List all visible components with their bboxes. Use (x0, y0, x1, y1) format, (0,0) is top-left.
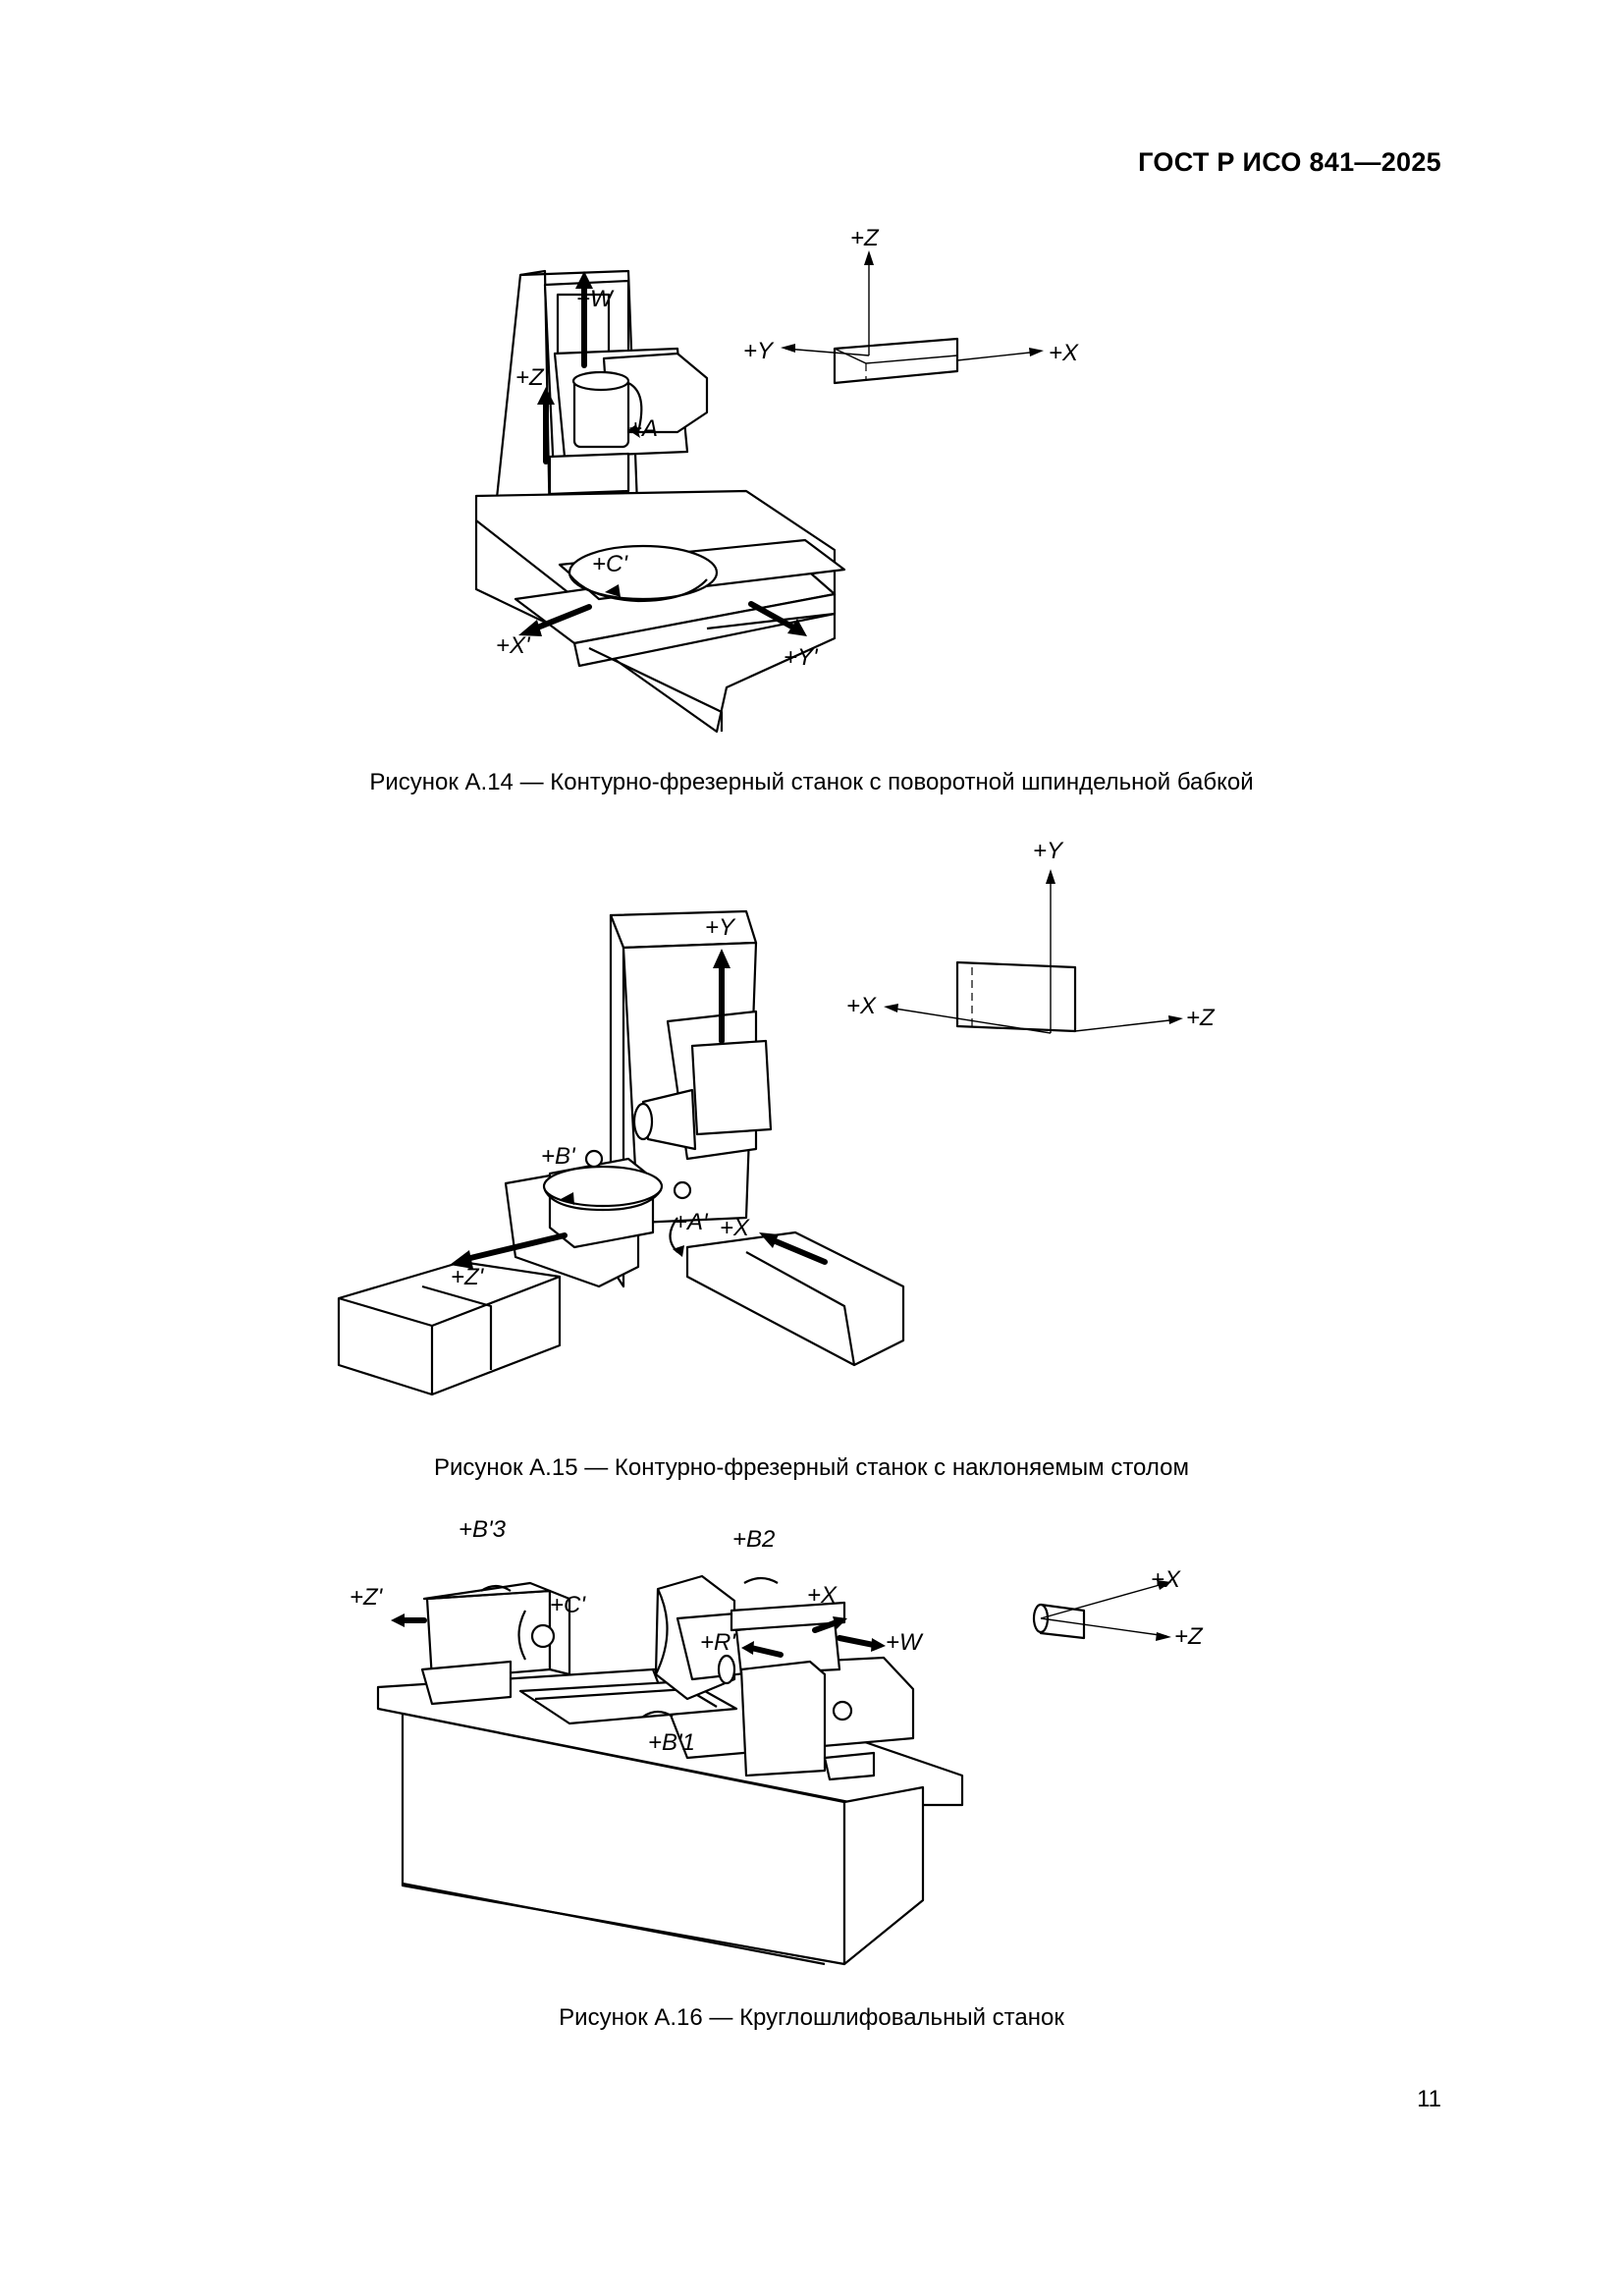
axis-z: +Z (850, 225, 880, 251)
label-x-prime: +X' (496, 632, 531, 659)
label-c: +C' (550, 1592, 586, 1618)
label-b3: +B'3 (459, 1516, 507, 1543)
axis-z: +Z (1174, 1623, 1204, 1650)
figure-a15-drawing: +Y +B' +A' +X +Z' +Y +X +Z (337, 838, 1216, 1396)
axis-z: +Z (1186, 1005, 1216, 1031)
label-r: +R' (700, 1629, 736, 1656)
figure-a15-caption: Рисунок А.15 — Контурно-фрезерный станок… (433, 1454, 1189, 1481)
page-number: 11 (1417, 2086, 1441, 2112)
figure-a16-drawing: +B'3 +B2 +Z' +C' +X +R' +W +B'1 +X +Z (350, 1516, 1204, 1966)
figure-a16-caption: Рисунок А.16 — Круглошлифовальный станок (559, 2004, 1064, 2031)
label-a: +A' (674, 1209, 709, 1235)
document-header: ГОСТ Р ИСО 841—2025 (1138, 147, 1441, 177)
axis-y: +Y (1033, 838, 1064, 864)
axis-y: +Y (743, 338, 775, 364)
label-x: +X (807, 1582, 838, 1609)
axis-x: +X (846, 993, 877, 1019)
label-z-prime: +Z' (350, 1584, 384, 1611)
axis-x: +X (1049, 340, 1079, 366)
label-y: +Y (705, 914, 736, 941)
label-w: +W (886, 1629, 924, 1656)
label-a: +A (628, 415, 658, 442)
label-c: +C' (592, 551, 628, 577)
label-b1: +B'1 (648, 1729, 695, 1756)
label-b2: +B2 (732, 1526, 775, 1553)
label-z-prime: +Z' (451, 1264, 485, 1290)
label-w: +W (576, 286, 615, 312)
figure-a14-caption: Рисунок А.14 — Контурно-фрезерный станок… (369, 769, 1254, 795)
label-b: +B' (541, 1143, 576, 1170)
label-y-prime: +Y' (784, 644, 819, 671)
axis-x: +X (1151, 1566, 1181, 1593)
label-x: +X (720, 1215, 750, 1241)
label-z: +Z (515, 364, 545, 391)
figure-a14-drawing: +W +Z +A +C' +X' +Y' +Z +Y +X (474, 225, 1079, 734)
